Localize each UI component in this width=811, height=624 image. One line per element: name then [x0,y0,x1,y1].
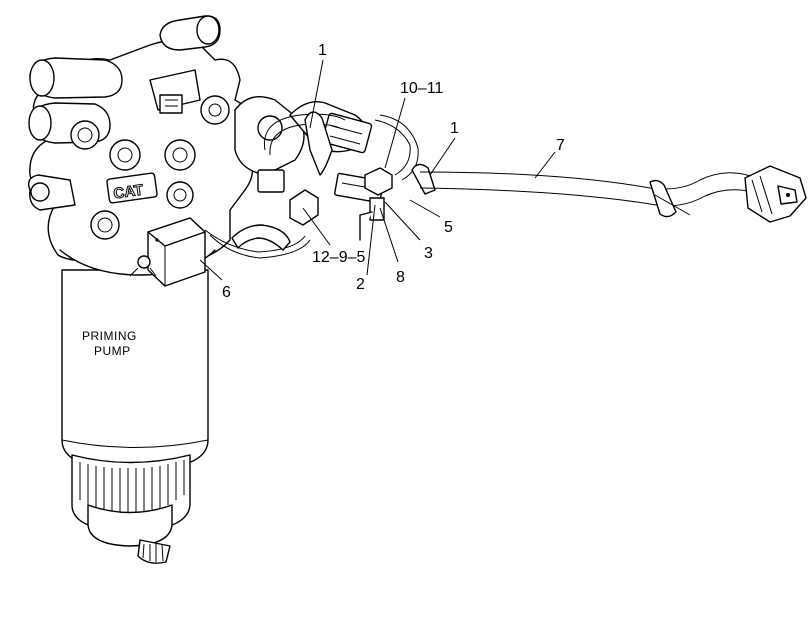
harness-end-connector [744,165,807,223]
callout-2: 2 [356,276,365,293]
priming-pump-label: PRIMING PUMP [82,329,137,358]
callout-labels: 1 10–11 1 7 5 3 8 2 12–9–5 6 [222,42,565,301]
callout-10-11: 10–11 [400,80,443,97]
callout-8: 8 [396,269,405,286]
callout-1-right: 1 [450,120,459,137]
callout-12-9-5: 12–9–5 [312,249,365,266]
drain-valve [137,539,171,564]
callout-6: 6 [222,284,231,301]
callout-1-top: 1 [318,42,327,59]
cat-logo: CAT [112,182,144,203]
wiring-harness-7 [419,171,753,218]
callout-7: 7 [556,137,565,154]
priming-pump-label-line1: PRIMING [82,329,137,343]
filter-bowl [71,454,191,547]
filter-base-housing: CAT [27,15,254,276]
leader-lines [199,59,556,281]
callout-3: 3 [424,245,433,262]
priming-pump-label-line2: PUMP [94,344,131,358]
harness-connector-cluster [204,111,436,259]
control-module-6 [129,217,206,287]
callout-5: 5 [444,219,453,236]
fuel-filter-canister [61,269,209,471]
